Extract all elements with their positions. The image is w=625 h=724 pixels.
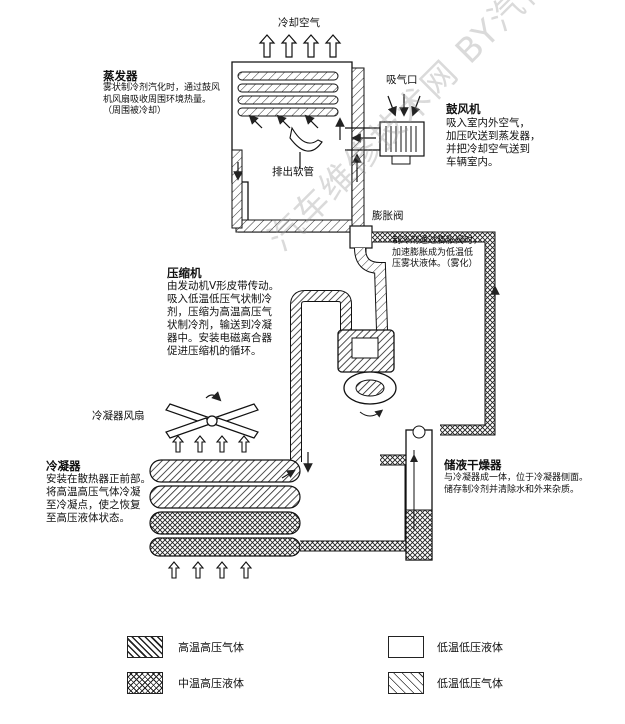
legend-label-low-temp-liquid: 低温低压液体 — [437, 641, 503, 654]
condenser-air-arrows — [167, 561, 253, 579]
fan-airflow-arrows — [171, 435, 251, 453]
condenser-outlet-arrow — [281, 469, 296, 479]
evaporator-title: 蒸发器 — [103, 69, 138, 83]
blower-title: 鼓风机 — [446, 102, 481, 116]
legend-swatch-cross — [127, 672, 163, 694]
compressor-description: 由发动机V形皮带传动。 吸入低温低压气状制冷 剂，压缩为高温高压气 状制冷剂，输… — [167, 280, 280, 357]
blower-fan — [345, 121, 425, 165]
condenser-fan-shape — [165, 391, 259, 439]
compressor-title: 压缩机 — [167, 266, 202, 280]
cooled-air-label: 冷却空气 — [278, 17, 320, 29]
evaporator-airflow-arrows — [233, 114, 362, 182]
compressor-shape — [337, 329, 397, 418]
expansion-valve-description: 制冷剂通过膨胀阀时， 加速膨胀成为低温低 压雾状液体。（雾化） — [392, 236, 483, 269]
evaporator-coils — [237, 71, 339, 117]
legend-label-mid-temp-liquid: 中温高压液体 — [178, 677, 244, 690]
cooled-air-arrows — [258, 34, 342, 58]
receiver-drier-title: 储液干燥器 — [444, 458, 502, 472]
legend-swatch-hatch-light — [388, 672, 424, 694]
blower-intake-arrows — [351, 94, 421, 143]
legend-label-high-temp-gas: 高温高压气体 — [178, 641, 244, 654]
drain-hose-label: 排出软管 — [272, 166, 314, 178]
condenser-outlet-line — [300, 454, 416, 552]
receiver-drier-description: 与冷凝器成一体，位于冷凝器侧面。 储存制冷剂并清除水和外来杂质。 — [444, 473, 589, 495]
legend-label-low-temp-gas: 低温低压气体 — [437, 677, 503, 690]
blower-description: 吸入室内外空气， 加压吹送到蒸发器， 并把冷却空气送到 车辆室内。 — [446, 117, 541, 168]
drain-hose-shape — [289, 126, 323, 152]
condenser-coils — [149, 459, 301, 557]
evaporator-description: 雾状制冷剂汽化时，通过鼓风 机风扇吸收周围环境热量。 （周围被冷却） — [103, 83, 221, 116]
expansion-valve-title: 膨胀阀 — [372, 210, 404, 222]
legend-swatch-blank — [388, 636, 424, 658]
legend-swatch-hatch — [127, 636, 163, 658]
condenser-description: 安装在散热器正前部。 将高温高压气体冷凝 至冷凝点，使之恢复 至高压液体状态。 — [46, 473, 151, 524]
receiver-drier-shape — [405, 425, 433, 561]
discharge-line — [290, 290, 352, 462]
air-intake-label: 吸气口 — [386, 74, 418, 86]
condenser-title: 冷凝器 — [46, 459, 81, 473]
condenser-fan-label: 冷凝器风扇 — [92, 410, 145, 422]
